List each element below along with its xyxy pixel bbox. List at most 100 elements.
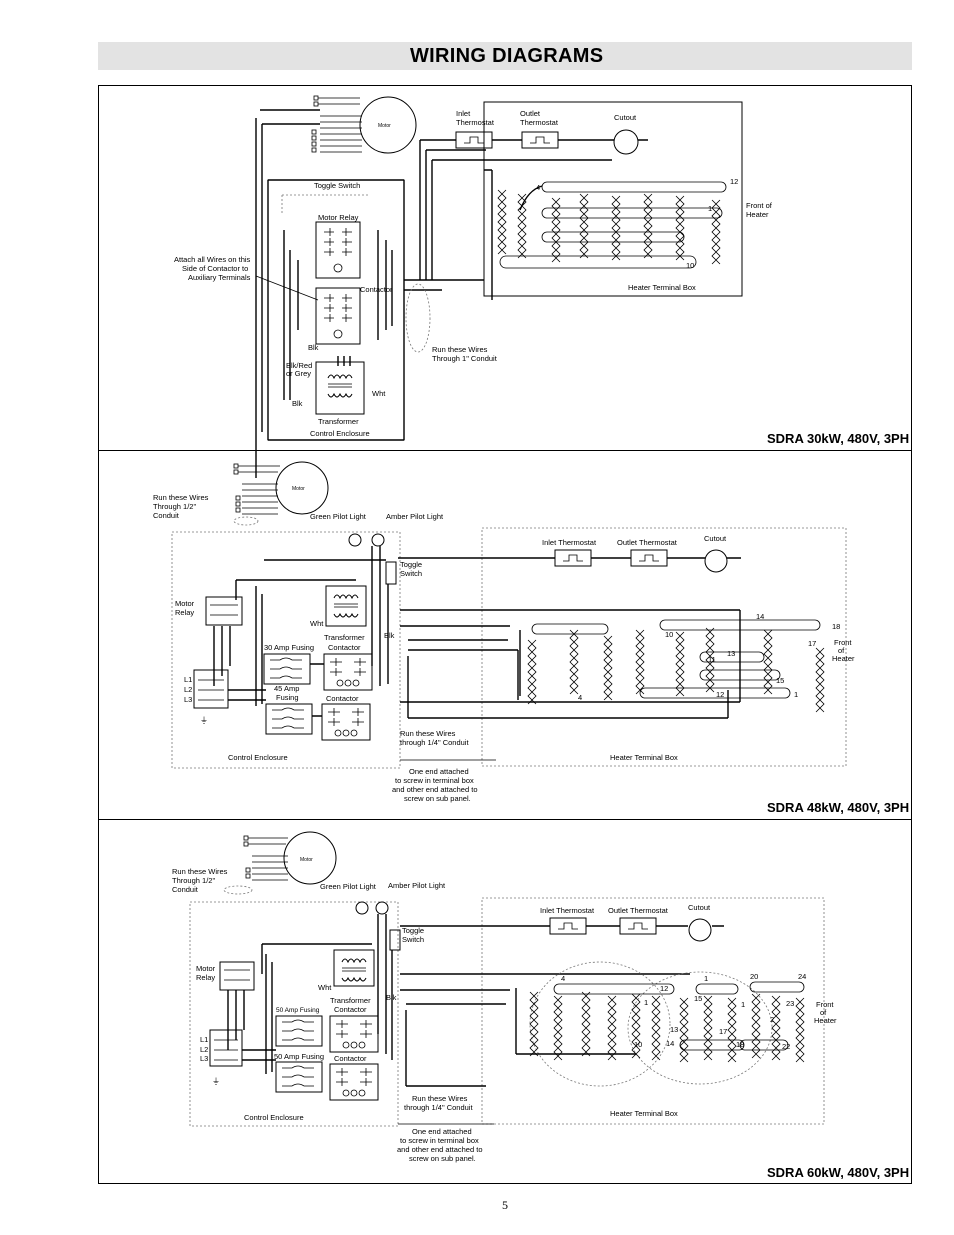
- panel-60kw-diagram: Motor Run these Wires Through 1/2" Condu…: [172, 831, 837, 1163]
- front-of-heater-1: Front of: [746, 201, 773, 210]
- conduit-note-1: Run these Wires: [153, 493, 209, 502]
- transformer-icon: [327, 374, 353, 398]
- conduit-quarter-2: through 1/4" Conduit: [400, 738, 469, 747]
- transformer-icon: [333, 594, 359, 618]
- motor-relay-icon: [205, 596, 243, 626]
- outlet-thermostat-icon: [630, 549, 668, 567]
- node-1c: 1: [741, 1000, 745, 1009]
- page-title: WIRING DIAGRAMS: [410, 45, 604, 67]
- panel-48kw-diagram: Motor Run these Wires Through 1/2" Condu…: [153, 461, 855, 803]
- control-enclosure-60: [189, 901, 399, 1127]
- l3-label: L3: [200, 1054, 208, 1063]
- amber-pilot-label: Amber Pilot Light: [388, 881, 446, 890]
- heater-element-10: [751, 993, 761, 1059]
- node-12: 12: [730, 177, 738, 186]
- cutout-icon: [688, 918, 712, 942]
- node-4: 4: [561, 974, 565, 983]
- front-of-heater-3: Heater: [832, 654, 855, 663]
- inlet-thermostat-label-1: Inlet: [456, 109, 471, 118]
- motor-relay-label-1: Motor: [196, 964, 216, 973]
- fuse-45-icon: [265, 703, 313, 735]
- toggle-switch-icon: [385, 561, 397, 585]
- heater-element-1: [497, 189, 507, 255]
- node-11: 11: [708, 655, 716, 664]
- green-pilot-label: Green Pilot Light: [310, 512, 367, 521]
- cutout-icon: [704, 549, 728, 573]
- front-of-heater-2: of: [820, 1008, 827, 1017]
- one-end-note-1: One end attached: [412, 1127, 472, 1136]
- node-17: 17: [808, 639, 816, 648]
- contactor-label: Contactor: [334, 1005, 367, 1014]
- node-24: 24: [798, 972, 806, 981]
- page-header: WIRING DIAGRAMS: [98, 42, 912, 70]
- motor-relay-label-2: Relay: [175, 608, 194, 617]
- node-13: 13: [670, 1025, 678, 1034]
- motor-relay-label: Motor Relay: [318, 213, 359, 222]
- node-22: 22: [782, 1042, 790, 1051]
- node-4: 4: [578, 693, 582, 702]
- contactor-2-icon: [329, 1063, 379, 1101]
- line-terminal-block: [193, 669, 229, 709]
- l3-label: L3: [184, 695, 192, 704]
- heater-element-12: [795, 997, 805, 1063]
- node-14: 14: [666, 1039, 674, 1048]
- heater-element-5: [611, 195, 621, 261]
- contactor2-label: Contactor: [326, 694, 359, 703]
- conduit-note-2: Through 1" Conduit: [432, 354, 498, 363]
- fuse-50b-icon: [275, 1061, 323, 1093]
- cutout-label: Cutout: [688, 903, 711, 912]
- blk-label: Blk: [308, 343, 319, 352]
- node-23: 23: [786, 999, 794, 1008]
- transformer-icon: [341, 958, 367, 982]
- wht-label: Wht: [318, 983, 332, 992]
- motor-label: Motor: [292, 486, 305, 492]
- inlet-thermostat-label: Inlet Thermostat: [540, 906, 595, 915]
- conduit-quarter-1: Run these Wires: [412, 1094, 468, 1103]
- heater-element-3: [603, 635, 613, 701]
- node-12: 12: [660, 984, 668, 993]
- heater-element-4: [607, 995, 617, 1061]
- amber-pilot-icon: [375, 901, 389, 915]
- heater-element-8: [815, 647, 825, 713]
- cutout-label: Cutout: [614, 113, 637, 122]
- panel-30kw-diagram: Motor Control Enclosure Toggle Switch Mo…: [174, 95, 773, 478]
- motor-relay-label-1: Motor: [175, 599, 195, 608]
- one-end-note-4: screw on sub panel.: [409, 1154, 476, 1163]
- outlet-thermostat-label: Outlet Thermostat: [608, 906, 669, 915]
- node-1: 1: [794, 690, 798, 699]
- motor-label: Motor: [378, 123, 391, 129]
- conduit-quarter-1: Run these Wires: [400, 729, 456, 738]
- panel-title-60kw: SDRA 60kW, 480V, 3PH: [767, 1165, 910, 1180]
- node-17: 17: [719, 1027, 727, 1036]
- inlet-thermostat-icon: [455, 131, 493, 149]
- toggle-switch-label-1: Toggle: [400, 560, 422, 569]
- fuse-30-icon: [263, 653, 311, 685]
- heater-element-8: [711, 199, 721, 265]
- green-pilot-label: Green Pilot Light: [320, 882, 377, 891]
- heater-terminal-box-30: [483, 101, 743, 297]
- amber-pilot-icon: [371, 533, 385, 547]
- ground-icon: ⏚: [212, 1077, 220, 1086]
- attach-note-2: Side of Contactor to: [182, 264, 248, 273]
- diagram-frame: [98, 85, 912, 1184]
- node-18: 18: [832, 622, 840, 631]
- toggle-switch-label: Toggle Switch: [314, 181, 360, 190]
- one-end-note-2: to screw in terminal box: [395, 776, 474, 785]
- heater-element-2: [517, 193, 527, 259]
- conduit-ellipse: [405, 283, 431, 353]
- control-enclosure-48: [171, 531, 401, 769]
- panel-title-30kw: SDRA 30kW, 480V, 3PH: [767, 431, 910, 446]
- motor-relay-icon: [219, 961, 255, 991]
- front-of-heater-2: of: [838, 646, 845, 655]
- panel-title-48kw: SDRA 48kW, 480V, 3PH: [767, 800, 910, 815]
- node-1b: 1: [644, 998, 648, 1007]
- control-enclosure-label: Control Enclosure: [244, 1113, 304, 1122]
- node-15: 15: [694, 994, 702, 1003]
- l1-label: L1: [184, 675, 192, 684]
- transformer-label: Transformer: [330, 996, 371, 1005]
- l1-label: L1: [200, 1035, 208, 1044]
- conduit-note-3: Conduit: [172, 885, 199, 894]
- motor-relay-icon: [315, 221, 361, 279]
- heater-element-2: [553, 995, 563, 1061]
